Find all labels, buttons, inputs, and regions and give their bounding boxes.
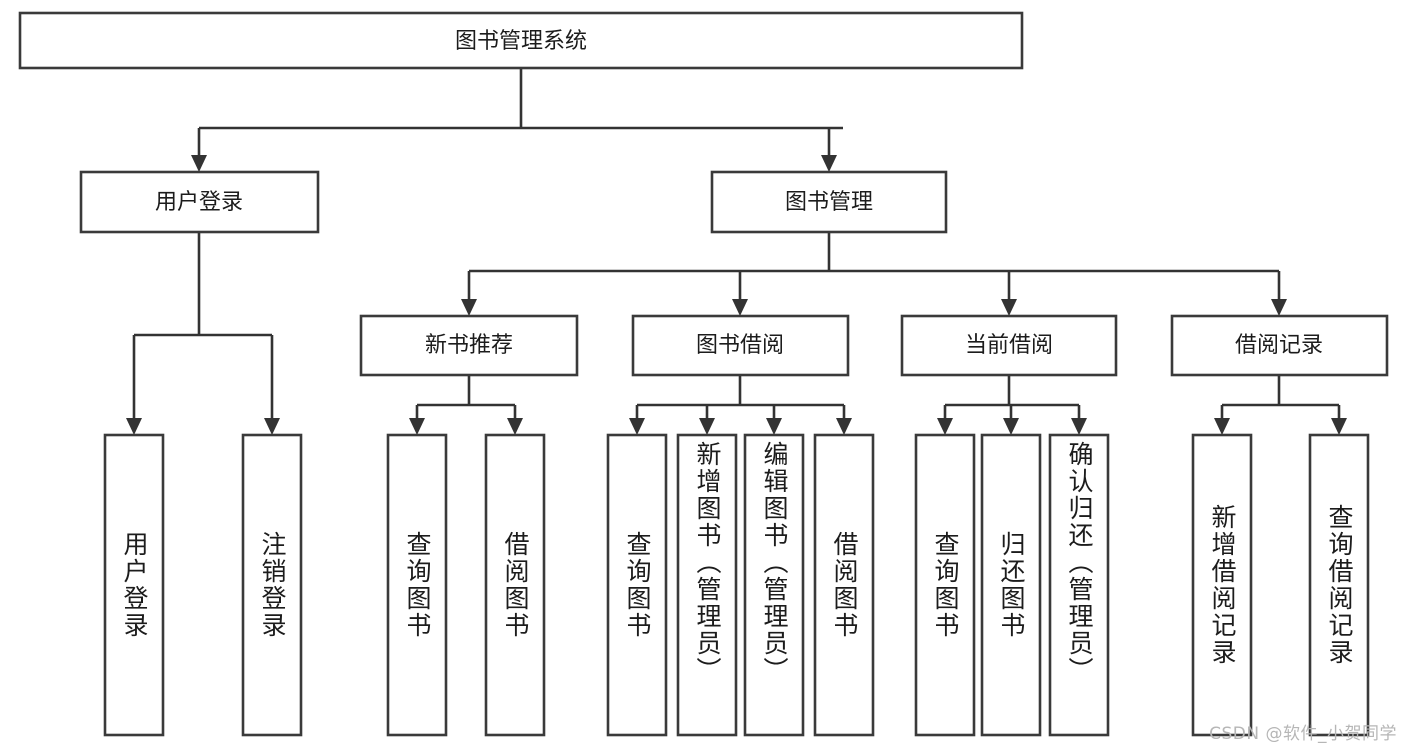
connector-group-borrow-record <box>1214 375 1347 435</box>
node-book-manage-box[interactable] <box>710 170 948 234</box>
arrowhead-user-login <box>191 155 207 172</box>
arrowhead-leaf-return-book <box>1003 418 1019 435</box>
arrowhead-leaf-user-login <box>126 418 142 435</box>
arrowhead-leaf-add-record <box>1214 418 1230 435</box>
node-new-book-recommend-box[interactable] <box>359 314 579 377</box>
node-user-login-label: 用户登录 <box>155 190 243 215</box>
node-root-box[interactable] <box>18 11 1024 70</box>
connector-group-book-borrow <box>629 375 852 435</box>
arrowhead-leaf-borrow-book-1 <box>507 418 523 435</box>
leaf-box-leaf-query-book-1[interactable] <box>386 433 448 737</box>
arrowhead-leaf-query-book-2 <box>629 418 645 435</box>
node-user-login-box[interactable] <box>79 170 320 234</box>
node-book-borrow[interactable]: 图书借阅 <box>631 314 850 377</box>
arrowhead-leaf-confirm-return <box>1071 418 1087 435</box>
arrowhead-borrow-record <box>1271 299 1287 316</box>
arrowhead-leaf-edit-book <box>766 418 782 435</box>
leaf-box-leaf-query-book-3[interactable] <box>914 433 976 737</box>
leaf-box-leaf-query-book-2[interactable] <box>606 433 668 737</box>
arrowhead-leaf-logout <box>264 418 280 435</box>
node-book-borrow-label: 图书借阅 <box>696 333 784 358</box>
connector-group-root <box>191 68 843 172</box>
arrowhead-leaf-add-book <box>699 418 715 435</box>
arrowhead-leaf-query-book-1 <box>409 418 425 435</box>
node-new-book-recommend[interactable]: 新书推荐 <box>359 314 579 377</box>
arrowhead-leaf-query-record <box>1331 418 1347 435</box>
arrowhead-current-borrow <box>1001 299 1017 316</box>
node-current-borrow-box[interactable] <box>900 314 1118 377</box>
node-root[interactable]: 图书管理系统 <box>18 11 1024 70</box>
node-borrow-record[interactable]: 借阅记录 <box>1170 314 1389 377</box>
node-borrow-record-box[interactable] <box>1170 314 1389 377</box>
leaf-box-leaf-borrow-book-1[interactable] <box>484 433 546 737</box>
leaf-box-leaf-return-book[interactable] <box>980 433 1042 737</box>
arrowhead-book-manage <box>821 155 837 172</box>
arrowhead-new-book-recommend <box>461 299 477 316</box>
node-book-manage[interactable]: 图书管理 <box>710 170 948 234</box>
leaf-box-leaf-add-book[interactable] <box>676 433 738 737</box>
arrowhead-book-borrow <box>732 299 748 316</box>
node-root-label: 图书管理系统 <box>455 29 587 54</box>
node-borrow-record-label: 借阅记录 <box>1235 333 1323 358</box>
connector-group-current-borrow <box>937 375 1087 435</box>
arrowhead-leaf-query-book-3 <box>937 418 953 435</box>
leaf-box-leaf-confirm-return[interactable] <box>1048 433 1110 737</box>
node-user-login[interactable]: 用户登录 <box>79 170 320 234</box>
leaf-box-leaf-user-login[interactable] <box>103 433 165 737</box>
arrowhead-leaf-borrow-book-2 <box>836 418 852 435</box>
watermark-text: CSDN @软件_小贺同学 <box>1209 724 1397 744</box>
leaf-box-leaf-edit-book[interactable] <box>743 433 805 737</box>
leaf-box-leaf-add-record[interactable] <box>1191 433 1253 737</box>
node-book-borrow-box[interactable] <box>631 314 850 377</box>
node-book-manage-label: 图书管理 <box>785 190 873 215</box>
node-new-book-recommend-label: 新书推荐 <box>425 333 513 358</box>
connector-group-user-login <box>126 232 280 435</box>
connector-group-book-manage <box>461 232 1287 316</box>
node-current-borrow-label: 当前借阅 <box>965 333 1053 358</box>
leaf-node-boxes <box>103 433 1370 737</box>
leaf-box-leaf-logout[interactable] <box>241 433 303 737</box>
connector-group-new-book-recommend <box>409 375 523 435</box>
leaf-box-leaf-query-record[interactable] <box>1308 433 1370 737</box>
leaf-box-leaf-borrow-book-2[interactable] <box>813 433 875 737</box>
node-current-borrow[interactable]: 当前借阅 <box>900 314 1118 377</box>
